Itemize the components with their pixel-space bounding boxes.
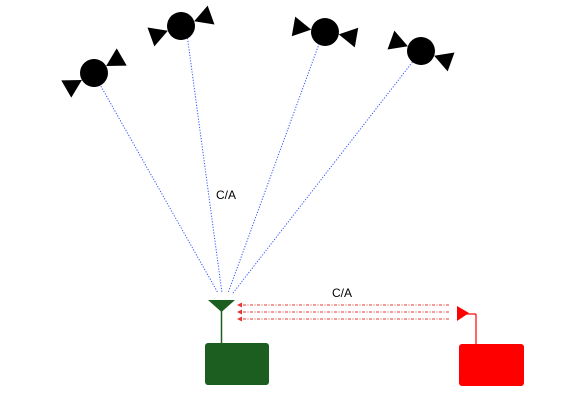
satellite-3 — [291, 16, 359, 48]
signal-line-2 — [185, 26, 223, 294]
satellite-body — [311, 18, 339, 46]
satellite-body — [407, 37, 435, 65]
satellite-body — [167, 12, 195, 40]
jammer-box — [459, 344, 524, 386]
satellite-panel-left — [61, 80, 82, 98]
satellite-panel-right — [106, 48, 127, 66]
satellite-panel-left — [147, 27, 168, 47]
jammer-arrowheads — [237, 302, 242, 322]
satellite-body — [80, 59, 108, 87]
jammer — [457, 306, 524, 386]
signal-line-4 — [232, 50, 422, 294]
jammer-signal-lines — [238, 304, 449, 320]
satellite-panel-left — [387, 30, 408, 50]
signal-line-3 — [227, 32, 324, 294]
jammer-antenna-icon — [457, 306, 469, 321]
signal-line-1 — [93, 73, 219, 294]
satellite-signal-label: C/A — [216, 188, 237, 202]
receiver-antenna-icon — [208, 300, 235, 312]
arrowhead-1 — [237, 302, 242, 308]
satellite-panel-right — [338, 27, 359, 48]
satellite-2 — [147, 5, 215, 47]
jammer-signal-label: C/A — [332, 286, 353, 300]
receiver — [205, 300, 269, 385]
satellite-signal-lines — [93, 26, 422, 294]
satellite-panel-left — [291, 16, 312, 37]
receiver-box — [205, 343, 269, 385]
arrowhead-2 — [237, 309, 242, 315]
satellite-panel-right — [434, 52, 455, 72]
satellite-1 — [61, 48, 127, 98]
satellite-4 — [387, 30, 455, 72]
arrowhead-3 — [237, 316, 242, 322]
satellite-panel-right — [194, 5, 215, 25]
